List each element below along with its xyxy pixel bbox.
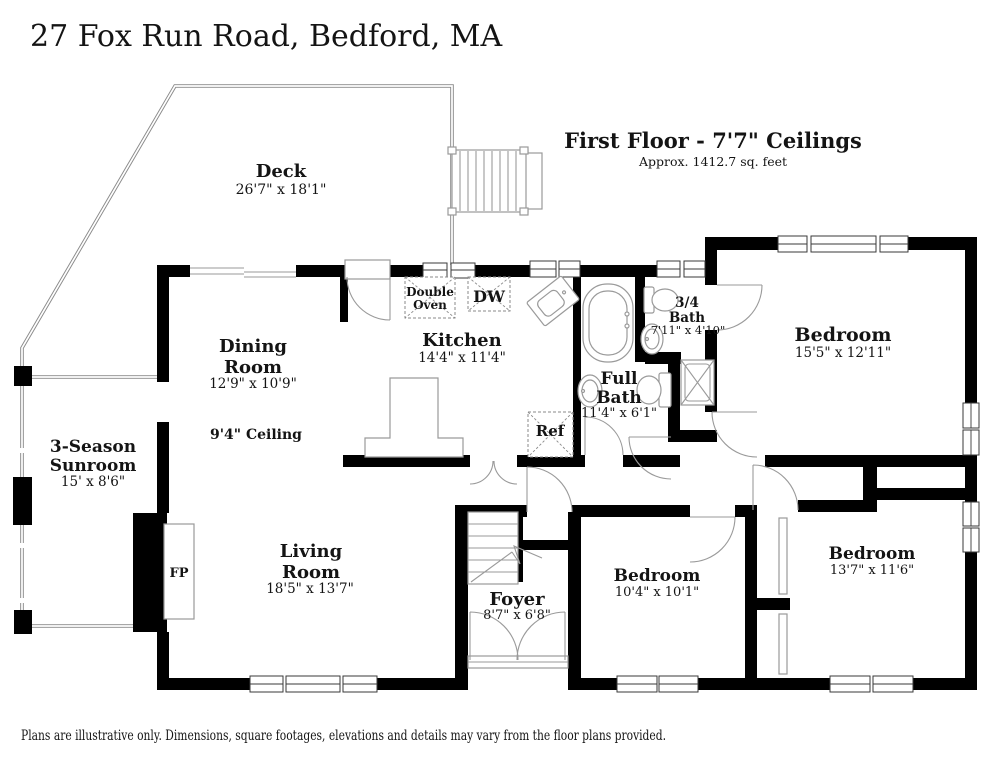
toilet-icon <box>636 372 672 408</box>
floor-subtitle: Approx. 1412.7 sq. feet <box>638 154 787 169</box>
dishwasher-box <box>467 276 511 312</box>
ceiling-note: 9'4" Ceiling <box>210 427 302 443</box>
refrigerator-label: Ref <box>536 422 566 440</box>
shower-icon <box>680 359 715 406</box>
dishwasher-label: DW <box>473 287 506 306</box>
refrigerator-box <box>527 411 574 458</box>
sink-icon <box>640 323 664 355</box>
fixtures <box>163 275 715 620</box>
bottom-right-bedroom-door <box>752 464 799 511</box>
dining-room-label: Dining <box>219 336 287 357</box>
stair-hall-door <box>526 466 573 513</box>
dining-window-strip <box>190 267 296 278</box>
full-bath-dims: 11'4" x 6'1" <box>581 406 657 421</box>
kitchen-counter <box>364 377 464 458</box>
deck-entry-door <box>344 259 391 321</box>
fireplace-chimney <box>133 513 167 632</box>
svg-text:Bath: Bath <box>669 310 705 326</box>
double-oven-label: Double <box>406 285 454 299</box>
floor-title: First Floor - 7'7" Ceilings <box>564 128 862 153</box>
middle-bedroom-door <box>689 516 736 563</box>
bedroom-top-right-dims: 15'5" x 12'11" <box>795 345 891 361</box>
living-room-dims: 18'5" x 13'7" <box>266 581 354 597</box>
foyer-label: Foyer <box>489 589 545 610</box>
svg-text:Room: Room <box>282 562 340 583</box>
deck-dims: 26'7" x 18'1" <box>236 182 327 198</box>
three-quarter-bath-label: 3/4 <box>675 295 699 311</box>
doors <box>344 259 799 669</box>
svg-text:Room: Room <box>224 357 282 378</box>
full-bath-door <box>584 416 624 456</box>
kitchen-sink-icon <box>526 275 580 327</box>
toilet-icon <box>643 286 679 314</box>
cafe-double-door <box>469 460 518 485</box>
window <box>422 262 448 279</box>
bedroom-middle-label: Bedroom <box>614 566 701 586</box>
svg-text:Sunroom: Sunroom <box>50 456 137 476</box>
sunroom-window-walls <box>13 366 157 634</box>
deck-label: Deck <box>256 161 307 182</box>
deck-outline <box>20 84 454 374</box>
kitchen-label: Kitchen <box>422 330 501 351</box>
dining-room-dims: 12'9" x 10'9" <box>209 376 297 392</box>
fireplace-icon <box>163 523 195 620</box>
sink-icon <box>577 374 603 408</box>
foyer-french-doors <box>467 611 569 669</box>
hall-door <box>711 411 758 458</box>
disclaimer: Plans are illustrative only. Dimensions,… <box>21 728 666 744</box>
deck-stairs-icon <box>447 146 543 216</box>
bedroom-top-right-label: Bedroom <box>795 324 892 346</box>
closet-doors <box>778 517 788 675</box>
bedroom-middle-dims: 10'4" x 10'1" <box>615 585 699 600</box>
sunroom-label: 3-Season <box>50 437 136 457</box>
interior-stairs-icon <box>467 511 543 585</box>
three-quarter-bath-dims: 7'11" x 4'10" <box>651 323 726 337</box>
three-quarter-bath-door <box>628 436 672 480</box>
bedroom-bottom-right-dims: 13'7" x 11'6" <box>830 563 914 578</box>
bathtub-icon <box>582 283 634 363</box>
windows <box>190 235 980 693</box>
double-oven-box <box>404 276 456 319</box>
bedroom-bottom-right-label: Bedroom <box>829 544 916 564</box>
walls <box>133 237 977 690</box>
svg-text:Bath: Bath <box>596 388 642 408</box>
top-right-bedroom-door <box>716 284 763 331</box>
full-bath-label: Full <box>600 369 638 389</box>
sunroom-dims: 15' x 8'6" <box>61 474 125 490</box>
svg-text:Oven: Oven <box>413 298 447 312</box>
living-room-label: Living <box>280 541 343 562</box>
page-title: 27 Fox Run Road, Bedford, MA <box>30 19 502 54</box>
kitchen-dims: 14'4" x 11'4" <box>418 350 506 366</box>
fireplace-label: FP <box>169 566 188 581</box>
window <box>450 262 476 279</box>
foyer-dims: 8'7" x 6'8" <box>483 608 551 623</box>
